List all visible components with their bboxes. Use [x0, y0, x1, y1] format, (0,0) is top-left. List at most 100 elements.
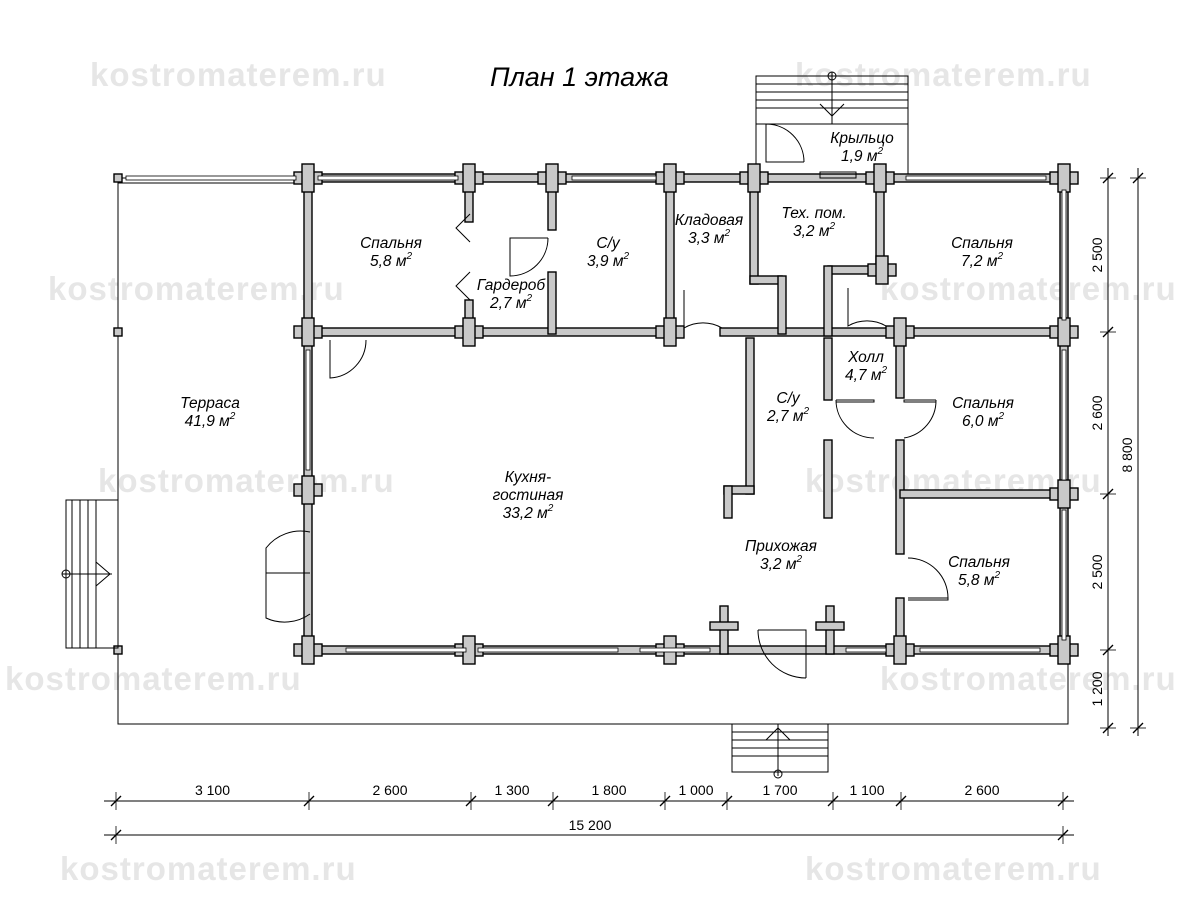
room-name: Прихожая — [745, 538, 817, 555]
room-area: 2,7 м2 — [489, 293, 532, 312]
window — [477, 647, 619, 653]
window — [905, 175, 1047, 181]
log-joint — [873, 163, 887, 193]
window — [845, 647, 887, 653]
dimension-label: 1 100 — [849, 782, 884, 798]
room-name: Спальня — [951, 235, 1013, 252]
dimension-label: 1 800 — [591, 782, 626, 798]
window — [317, 175, 459, 181]
log-joint — [462, 163, 476, 193]
window — [345, 647, 467, 653]
log-joint — [663, 163, 677, 193]
room-name: Тех. пом. — [781, 205, 846, 222]
wall-segment — [823, 439, 833, 519]
wall-segment — [823, 337, 833, 401]
plan-title: План 1 этажа — [490, 62, 669, 92]
window — [919, 647, 1041, 653]
window — [305, 349, 311, 471]
log-joint — [747, 163, 761, 193]
room-area: 4,7 м2 — [845, 365, 887, 384]
log-joint — [545, 163, 559, 193]
wall-segment — [547, 271, 557, 335]
room-name: Спальня — [360, 235, 422, 252]
window — [571, 175, 657, 181]
wall-segment — [307, 327, 679, 337]
log-joint — [1057, 317, 1071, 347]
room-area: 1,9 м2 — [841, 146, 883, 165]
log-joint — [301, 635, 315, 665]
watermark-text: kostromaterem.ru — [5, 660, 302, 697]
room-name: Терраса — [180, 395, 240, 412]
log-joint — [1057, 479, 1071, 509]
watermark-text: kostromaterem.ru — [880, 270, 1177, 307]
room-name: Спальня — [952, 395, 1014, 412]
terrace-outline — [113, 173, 1069, 725]
watermark-text: kostromaterem.ru — [98, 462, 395, 499]
wall-segment — [777, 275, 787, 335]
window — [125, 175, 297, 181]
log-joint — [875, 255, 889, 285]
room-area: 6,0 м2 — [962, 411, 1004, 430]
window — [639, 647, 711, 653]
log-joint — [301, 163, 315, 193]
wall-segment — [895, 337, 905, 399]
front-stairs — [731, 723, 829, 779]
room-area: 41,9 м2 — [185, 411, 236, 430]
watermark-text: kostromaterem.ru — [795, 56, 1092, 93]
wall-segment — [749, 275, 783, 285]
log-joint — [663, 317, 677, 347]
wall-segment — [815, 621, 845, 631]
room-area: 5,8 м2 — [370, 251, 412, 270]
room-name: гостиная — [493, 487, 564, 504]
room-name: Холл — [847, 349, 884, 366]
room-area: 3,2 м2 — [760, 554, 802, 573]
room-label: С/у2,7 м2 — [766, 390, 809, 425]
dimension-label: 2 500 — [1089, 554, 1105, 589]
room-name: Спальня — [948, 554, 1010, 571]
left-stairs — [61, 499, 119, 649]
room-area: 5,8 м2 — [958, 570, 1000, 589]
log-joint — [301, 317, 315, 347]
room-area: 33,2 м2 — [503, 503, 554, 522]
wall-segment — [899, 489, 1069, 499]
window — [1061, 349, 1067, 481]
window — [1061, 509, 1067, 641]
room-name: Крыльцо — [830, 130, 894, 147]
dimension-label: 2 600 — [1089, 395, 1105, 430]
room-name: Гардероб — [477, 277, 547, 294]
wall-segment — [823, 265, 833, 337]
room-name: Кладовая — [675, 212, 743, 229]
dimension-label: 1 200 — [1089, 671, 1105, 706]
log-joint — [462, 317, 476, 347]
watermark-text: kostromaterem.ru — [48, 270, 345, 307]
watermark-text: kostromaterem.ru — [805, 850, 1102, 887]
windows — [125, 175, 1067, 653]
dimension-label: 1 000 — [678, 782, 713, 798]
room-label: С/у3,9 м2 — [587, 235, 629, 270]
wall-segment — [723, 485, 733, 519]
dimension-label: 3 100 — [195, 782, 230, 798]
room-area: 2,7 м2 — [766, 406, 809, 425]
room-area: 7,2 м2 — [961, 251, 1003, 270]
room-area: 3,9 м2 — [587, 251, 629, 270]
log-joint — [893, 635, 907, 665]
wall-segment — [709, 621, 739, 631]
total-height-label: 8 800 — [1119, 437, 1135, 472]
window — [1061, 189, 1067, 321]
log-joint — [893, 317, 907, 347]
log-joint — [301, 475, 315, 505]
dimension-label: 1 700 — [762, 782, 797, 798]
watermark-text: kostromaterem.ru — [90, 56, 387, 93]
